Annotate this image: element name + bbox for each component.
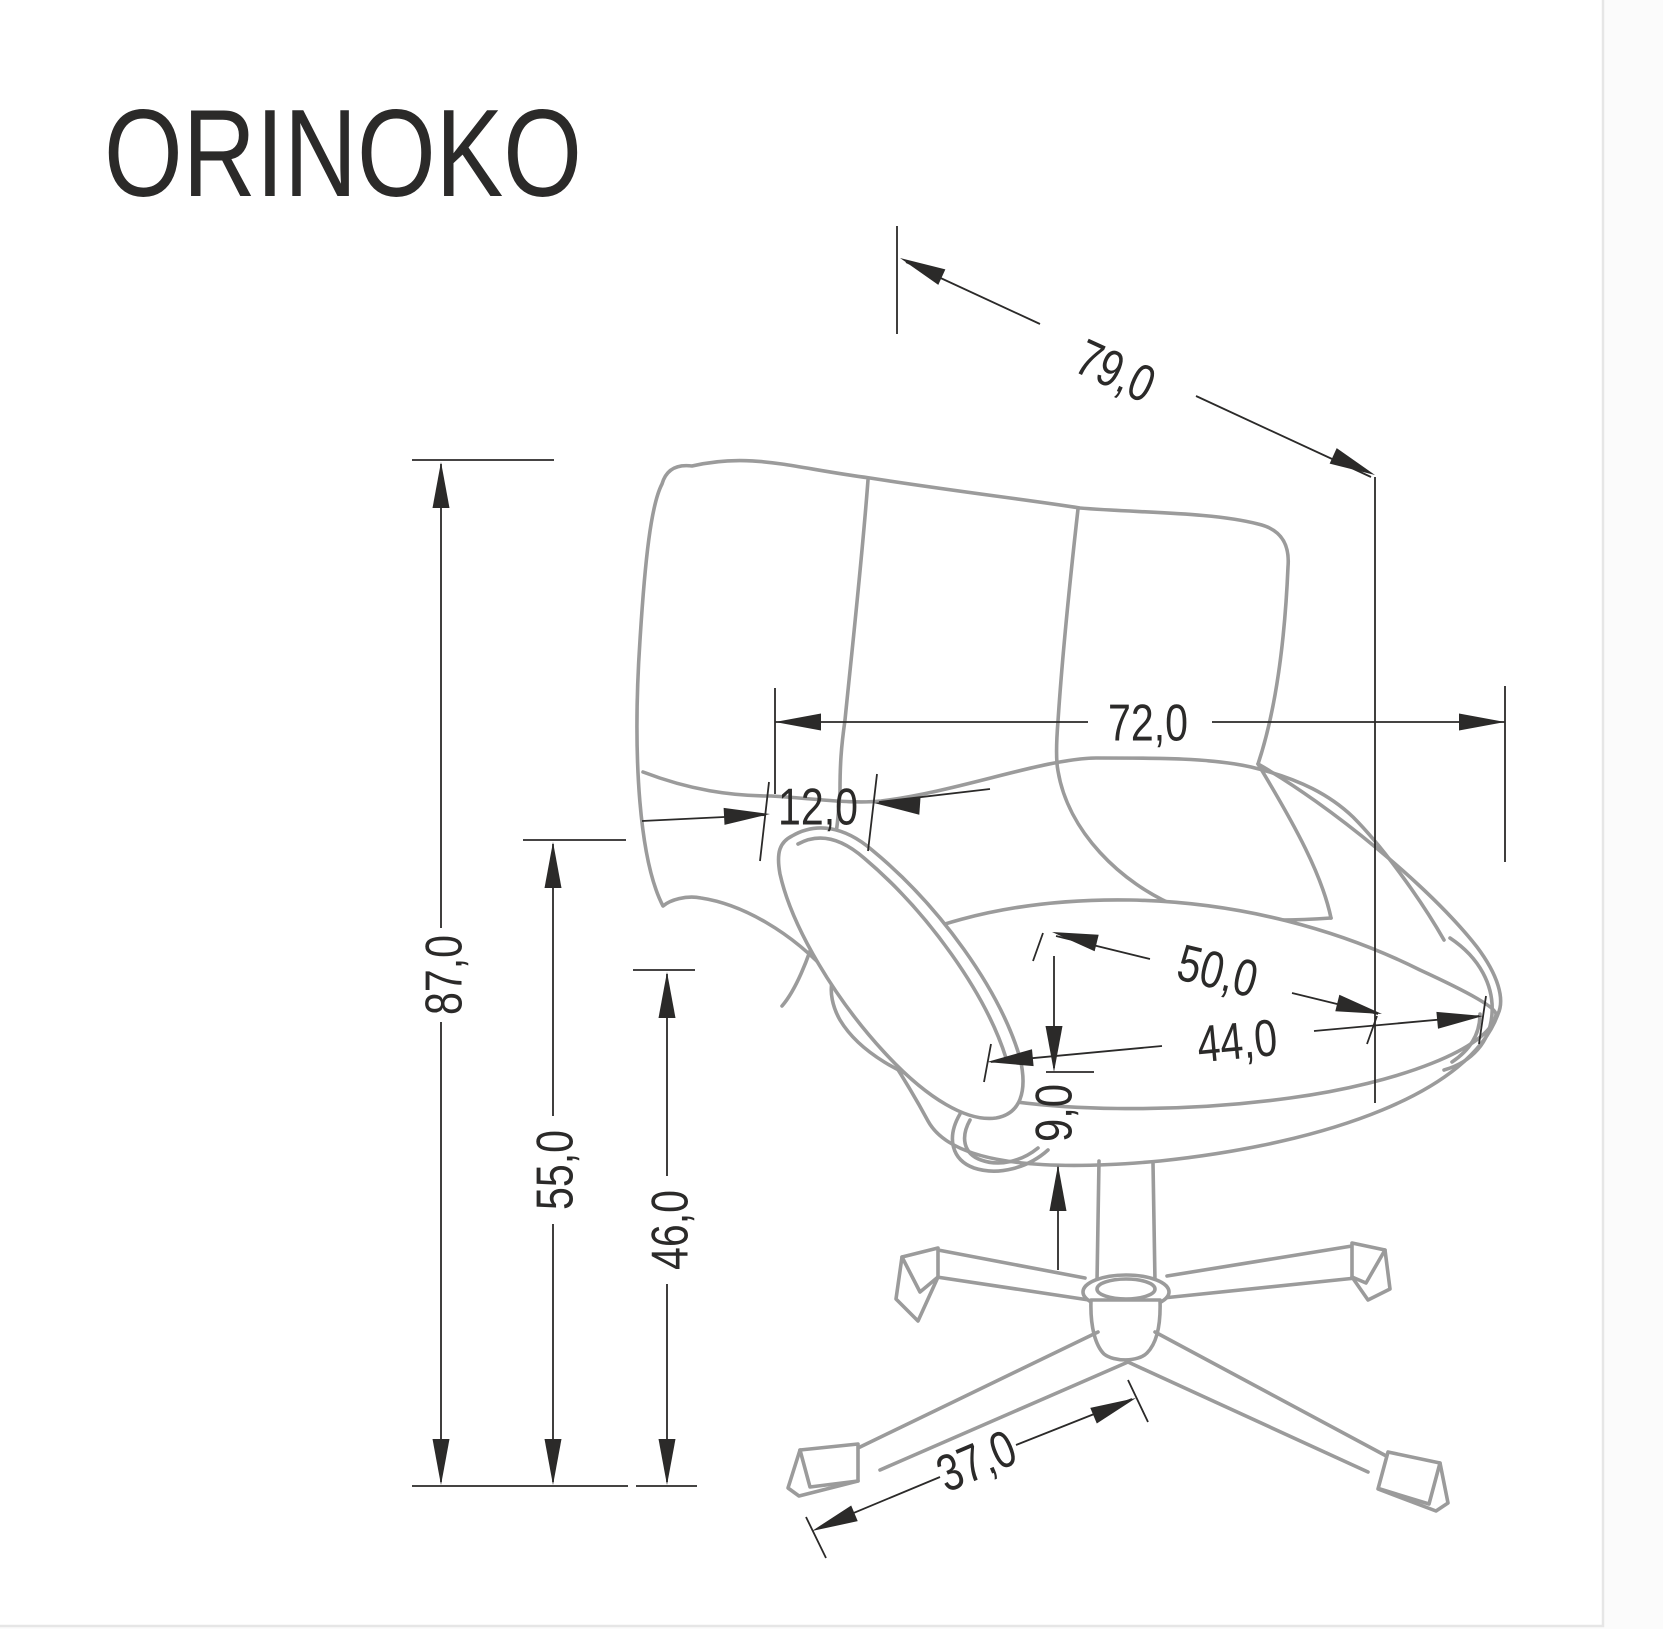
right-wing-seam: [1256, 762, 1333, 920]
swivel-base: [786, 1159, 1450, 1513]
rear-right-foot-edge: [1350, 1248, 1387, 1285]
arrowhead-icon: [812, 1505, 858, 1531]
extension-line: [759, 773, 878, 862]
front-left-foot-edge: [798, 1448, 860, 1489]
right-armrest-fold-inner: [1450, 1012, 1482, 1064]
dimension-label: 12,0: [778, 779, 858, 837]
arrowhead-icon: [1045, 1026, 1063, 1072]
page-title: ORINOKO: [104, 85, 582, 223]
dimension-label: 87,0: [416, 935, 474, 1015]
dimension-armrest-height: 55,0: [523, 839, 626, 1485]
extension-line: [805, 1379, 1149, 1559]
seat-curl-tab: [950, 1112, 1050, 1173]
front-right-leg: [1126, 1330, 1392, 1474]
left-armrest: [776, 826, 1025, 1121]
arrowhead-icon: [900, 258, 946, 285]
right-armrest-fold: [1442, 936, 1494, 1072]
arrowhead-icon: [1329, 448, 1375, 475]
seat-curl-tab-inner: [962, 1118, 1040, 1165]
extension-line: [774, 686, 1506, 862]
arrowhead-icon: [544, 842, 562, 888]
arrowhead-icon: [1052, 932, 1099, 952]
arrowhead-icon: [658, 1439, 676, 1485]
dimension-label: 9,0: [1026, 1084, 1084, 1142]
dimension-seat-width: 44,0: [983, 995, 1487, 1083]
front-left-leg: [856, 1330, 1130, 1472]
arrowhead-icon: [987, 1049, 1034, 1067]
arrowhead-icon: [432, 1439, 450, 1485]
arrowhead-icon: [874, 797, 921, 815]
dimension-backrest-width: 72,0: [774, 686, 1506, 862]
extension-line: [983, 995, 1487, 1083]
dimension-label: 72,0: [1108, 695, 1188, 753]
arrowhead-icon: [658, 972, 676, 1018]
left-armrest-seam: [796, 836, 1008, 1060]
arrowhead-icon: [544, 1439, 562, 1485]
rear-left-foot-edge: [900, 1255, 940, 1294]
dimension-annotations: 79,0 72,0 12,0 87,0: [412, 226, 1506, 1559]
rear-right-leg: [1161, 1244, 1358, 1300]
arrowhead-icon: [1459, 713, 1505, 731]
extension-line: [1032, 932, 1378, 1045]
chair-illustration: [635, 458, 1503, 1513]
dimension-label: 46,0: [642, 1190, 700, 1270]
dimension-label: 55,0: [527, 1130, 585, 1210]
dimension-overall-height: 87,0: [412, 459, 554, 1485]
dimension-label: 44,0: [1195, 1009, 1280, 1074]
arrowhead-icon: [775, 713, 821, 731]
arrowhead-icon: [1436, 1011, 1483, 1029]
dimension-seat-height: 46,0: [633, 969, 700, 1485]
base-hub-cup: [1089, 1298, 1162, 1362]
base-column: [1095, 1159, 1157, 1284]
arrowhead-icon: [432, 462, 450, 508]
arrowhead-icon: [723, 807, 770, 825]
rear-left-leg: [928, 1248, 1091, 1302]
arrowhead-icon: [1090, 1398, 1136, 1424]
dimension-armrest-width: 12,0: [641, 773, 991, 862]
backrest-horizontal-seam: [641, 756, 1446, 942]
front-right-foot-edge: [1378, 1461, 1442, 1506]
dimension-seat-rim-thickness: 9,0: [1026, 956, 1094, 1270]
arrowhead-icon: [1335, 994, 1382, 1014]
